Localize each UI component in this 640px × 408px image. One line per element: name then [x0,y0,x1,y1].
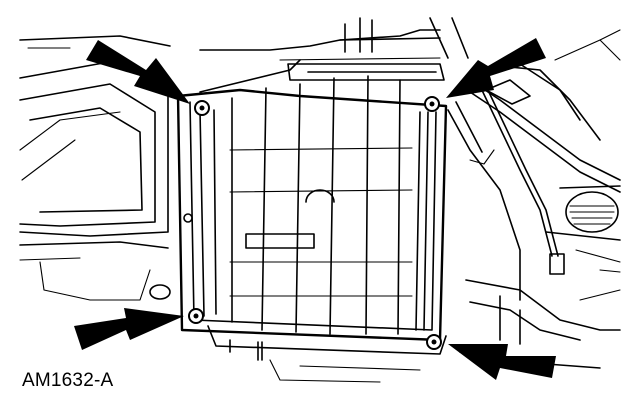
bolt-bottom-right [426,334,442,350]
bolt-bottom-left [188,308,204,324]
left-dash-structure [19,35,171,301]
arrow-bottom-left [74,308,184,350]
bolt-top-left [194,100,210,116]
arrow-top-right [446,38,546,98]
heater-core-housing [176,63,448,383]
bolt-top-right [424,96,440,112]
figure-id-label: AM1632-A [22,370,114,391]
arrow-bottom-right [448,344,556,380]
arrow-top-left [86,40,190,104]
right-side-structure [447,29,621,369]
